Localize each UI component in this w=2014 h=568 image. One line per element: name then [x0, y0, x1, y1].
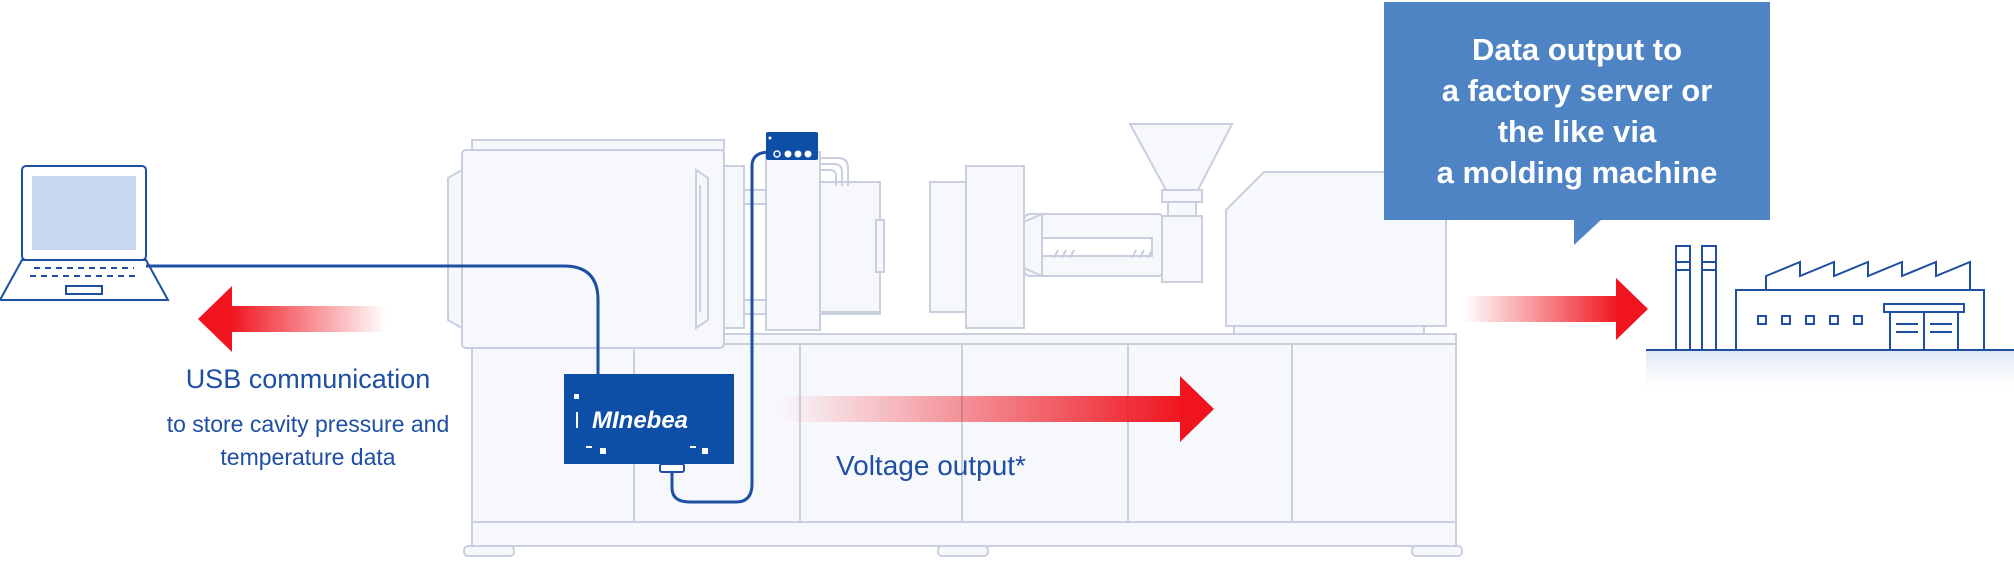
factory-icon: [1646, 245, 2014, 398]
device-brand-label: MInebea: [592, 407, 688, 434]
data-output-callout: Data output to a factory server or the l…: [1384, 2, 1770, 220]
callout-line4: a molding machine: [1436, 155, 1718, 190]
injection-molding-machine-icon: [447, 123, 1463, 557]
usb-cable: [146, 264, 600, 376]
laptop-icon: [0, 165, 170, 301]
callout-text: Data output to a factory server or the l…: [1437, 29, 1718, 193]
arrow-left-icon: [198, 286, 386, 352]
arrow-right-icon: [1464, 278, 1648, 340]
connector-module-icon: [766, 132, 818, 160]
usb-subtitle-line2: temperature data: [220, 444, 396, 470]
amplifier-box-icon: MInebea: [564, 374, 734, 473]
callout-line3: the like via: [1497, 114, 1657, 149]
arrow-right-icon: [780, 376, 1214, 442]
usb-communication-subtitle: to store cavity pressure and temperature…: [118, 408, 498, 474]
usb-subtitle-line1: to store cavity pressure and: [166, 411, 450, 437]
sensor-cable: [670, 150, 771, 504]
callout-line1: Data output to: [1471, 32, 1683, 67]
cable-bundle: [820, 157, 849, 186]
voltage-output-label: Voltage output*: [836, 450, 1026, 481]
barrel-marks: [1053, 249, 1153, 259]
callout-line2: a factory server or: [1441, 73, 1713, 108]
callout-tail: [1574, 219, 1602, 245]
usb-communication-title: USB communication: [185, 364, 431, 394]
